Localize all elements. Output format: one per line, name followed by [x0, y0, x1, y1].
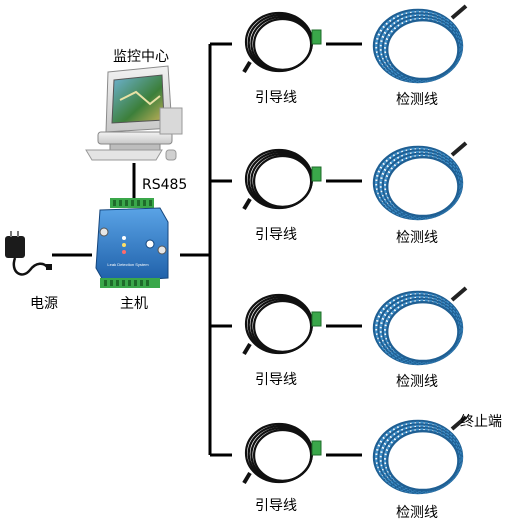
sensor-cable-icon — [372, 141, 468, 221]
sensor-cable-label-1: 检测线 — [396, 92, 438, 108]
sensor-cable-label-3: 检测线 — [396, 374, 438, 390]
power-adapter-icon — [5, 231, 52, 276]
cables-layer — [242, 4, 468, 495]
sensor-cable-label-2: 检测线 — [396, 230, 438, 246]
connection-wires — [52, 42, 362, 457]
monitor-center-pc-icon — [85, 65, 183, 161]
lead-cable-icon — [242, 11, 322, 74]
host-label: 主机 — [120, 296, 148, 312]
power-label: 电源 — [30, 296, 58, 312]
monitor-center-label: 监控中心 — [113, 49, 169, 65]
lead-cable-label-4: 引导线 — [255, 498, 297, 514]
lead-cable-label-3: 引导线 — [255, 372, 297, 388]
lead-cable-icon — [242, 148, 322, 211]
host-brand-text: Leak Detection System — [107, 262, 149, 267]
rs485-label: RS485 — [142, 177, 188, 193]
lead-cable-label-2: 引导线 — [255, 227, 297, 243]
sensor-cable-icon — [372, 4, 468, 84]
sensor-cable-icon — [372, 286, 468, 366]
lead-cable-icon — [242, 293, 322, 356]
lead-cable-label-1: 引导线 — [255, 90, 297, 106]
sensor-cable-icon — [372, 415, 468, 495]
end-terminal-label: 终止端 — [460, 414, 502, 430]
host-module-icon: Leak Detection System — [95, 198, 169, 288]
sensor-cable-label-4: 检测线 — [396, 505, 438, 521]
lead-cable-icon — [242, 422, 322, 485]
